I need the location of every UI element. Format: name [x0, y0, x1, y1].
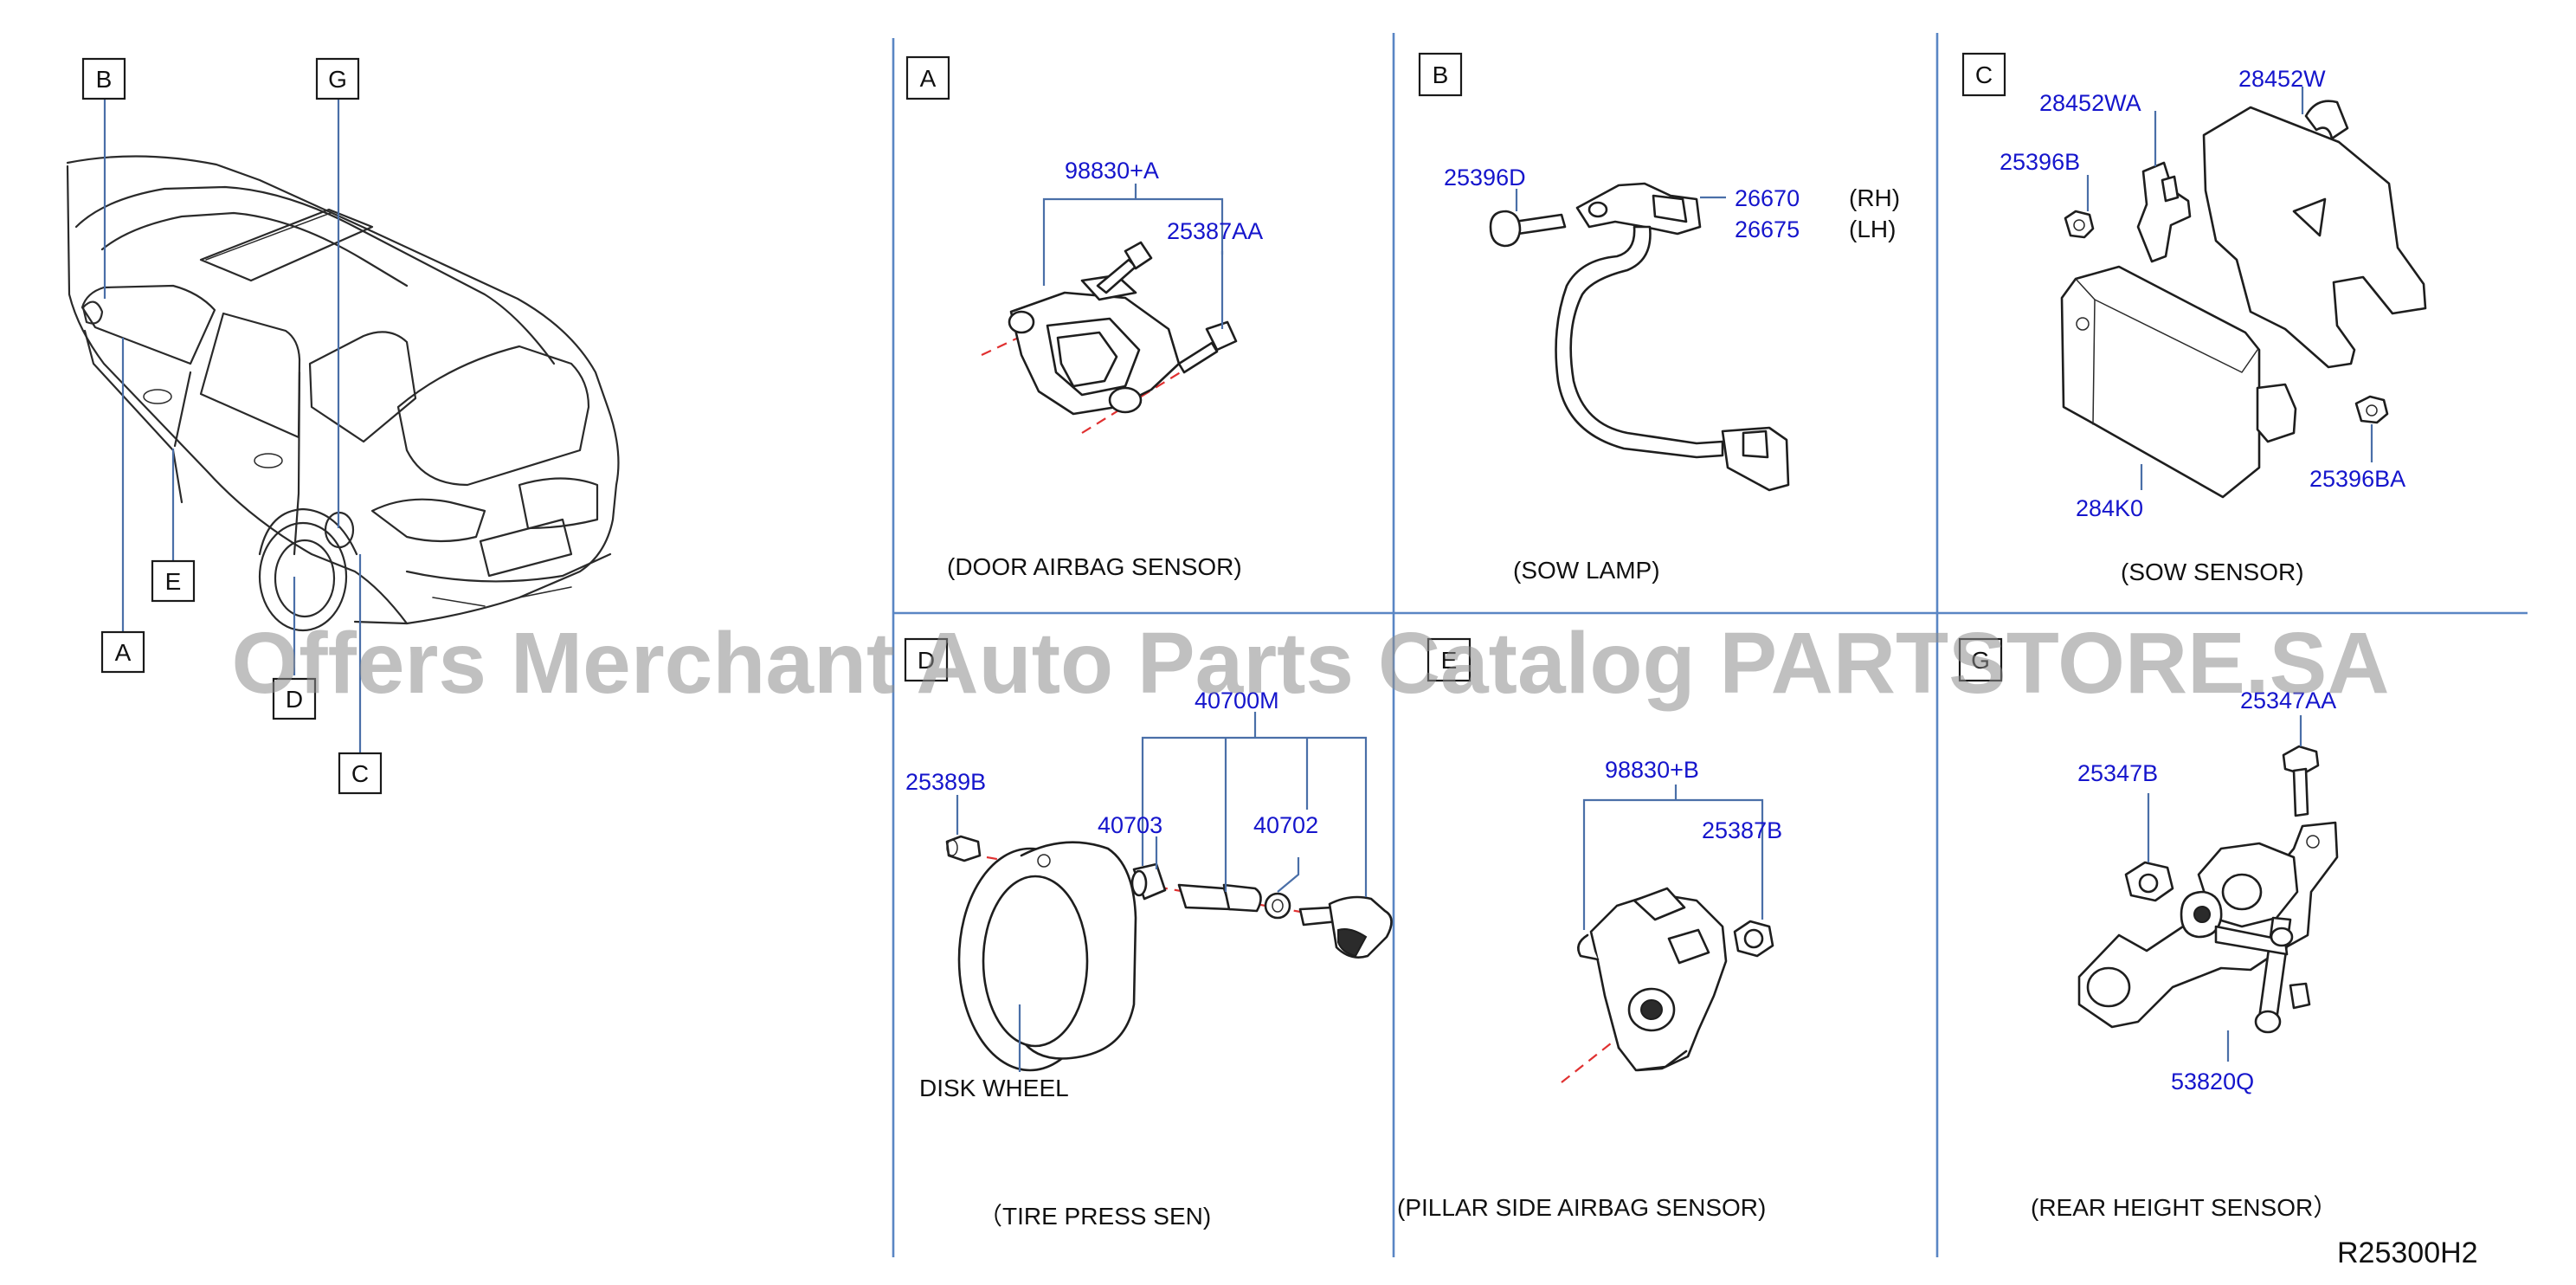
- vehicle-callout-c[interactable]: C: [338, 752, 383, 795]
- door-airbag-sensor-drawing: [981, 241, 1238, 434]
- svg-text:C: C: [1975, 61, 1993, 88]
- vehicle-callout-a[interactable]: A: [100, 630, 145, 674]
- svg-text:G: G: [328, 66, 347, 93]
- panel-g-letter-box[interactable]: G: [1958, 637, 2003, 682]
- vehicle-callout-b[interactable]: B: [81, 57, 126, 100]
- svg-text:B: B: [96, 66, 113, 93]
- part-number-40700m[interactable]: 40700M: [1195, 688, 1279, 714]
- panel-g-caption: (REAR HEIGHT SENSOR）: [2031, 1194, 2337, 1221]
- part-number-40703[interactable]: 40703: [1098, 812, 1162, 838]
- vehicle-overview: B G E A D C: [66, 57, 620, 795]
- panel-b-sow-lamp: B 25396D 26670 26675 (RH) (LH) (SOW LAMP…: [1418, 52, 1900, 584]
- sow-sensor-drawing: [2060, 100, 2427, 499]
- side-rh-label: (RH): [1849, 184, 1900, 211]
- panel-c-leaders: [2086, 87, 2373, 490]
- panel-b-leaders: [1515, 189, 1726, 211]
- part-number-25389b[interactable]: 25389B: [905, 769, 986, 795]
- svg-text:D: D: [918, 647, 935, 674]
- vehicle-callout-g[interactable]: G: [315, 57, 360, 100]
- panel-d-caption: （TIRE PRESS SEN): [978, 1203, 1211, 1230]
- panel-dividers: [892, 33, 2528, 1257]
- svg-text:E: E: [165, 568, 182, 595]
- part-number-25396b[interactable]: 25396B: [2000, 149, 2080, 175]
- panel-c-caption: (SOW SENSOR): [2121, 559, 2304, 585]
- panel-a-leaders: [1042, 184, 1224, 329]
- part-number-284k0[interactable]: 284K0: [2076, 495, 2143, 521]
- panel-e-caption: (PILLAR SIDE AIRBAG SENSOR): [1397, 1194, 1766, 1221]
- svg-text:D: D: [286, 686, 303, 713]
- panel-d-letter-box[interactable]: D: [904, 637, 949, 682]
- svg-text:G: G: [1971, 647, 1990, 674]
- panel-a-door-airbag-sensor: A 98830+A 25387AA (DOOR AIRBAG SENSOR): [905, 55, 1263, 580]
- vehicle-callout-d[interactable]: D: [272, 677, 317, 720]
- rear-height-sensor-drawing: [2077, 745, 2339, 1034]
- part-number-25396d[interactable]: 25396D: [1444, 165, 1526, 190]
- part-number-26670[interactable]: 26670: [1735, 185, 1800, 211]
- svg-text:A: A: [920, 65, 937, 92]
- part-number-26675[interactable]: 26675: [1735, 216, 1800, 242]
- panel-b-letter-box[interactable]: B: [1418, 52, 1463, 97]
- panel-a-caption: (DOOR AIRBAG SENSOR): [947, 553, 1242, 580]
- vehicle-callout-lines: [103, 94, 362, 753]
- part-number-53820q[interactable]: 53820Q: [2171, 1069, 2254, 1095]
- part-number-25347aa[interactable]: 25347AA: [2240, 688, 2336, 714]
- vehicle-illustration: [66, 155, 620, 632]
- panel-c-sow-sensor: C 2: [1961, 52, 2427, 585]
- sow-lamp-drawing: [1489, 182, 1790, 492]
- watermark-text: Offers Merchant Auto Parts Catalog PARTS…: [232, 615, 2390, 712]
- part-number-25387b[interactable]: 25387B: [1702, 817, 1782, 843]
- part-number-98830-a[interactable]: 98830+A: [1065, 158, 1159, 184]
- panel-d-leaders: [956, 712, 1368, 1072]
- pillar-airbag-sensor-drawing: [1561, 887, 1774, 1083]
- panel-e-leaders: [1582, 785, 1764, 930]
- panel-g-leaders: [2147, 715, 2302, 1062]
- panel-b-caption: (SOW LAMP): [1513, 557, 1660, 584]
- panel-c-letter-box[interactable]: C: [1961, 52, 2006, 97]
- tire-pressure-sensor-drawing: [945, 835, 1393, 1072]
- part-number-28452wa[interactable]: 28452WA: [2039, 90, 2141, 116]
- part-number-25347b[interactable]: 25347B: [2077, 760, 2158, 786]
- svg-text:C: C: [351, 760, 369, 787]
- part-number-40702[interactable]: 40702: [1253, 812, 1318, 838]
- part-number-28452w[interactable]: 28452W: [2238, 66, 2326, 92]
- panel-a-letter-box[interactable]: A: [905, 55, 950, 100]
- panel-e-letter-box[interactable]: E: [1426, 637, 1472, 682]
- svg-text:B: B: [1433, 61, 1449, 88]
- side-lh-label: (LH): [1849, 216, 1896, 242]
- diagram-code: R25300H2: [2337, 1237, 2478, 1269]
- panel-g-rear-height-sensor: G 2: [1958, 637, 2339, 1221]
- part-number-98830-b[interactable]: 98830+B: [1605, 757, 1699, 783]
- panel-d-tire-press-sensor: D: [904, 637, 1393, 1230]
- svg-text:E: E: [1441, 647, 1458, 674]
- vehicle-callout-e[interactable]: E: [151, 559, 196, 603]
- part-number-25387aa[interactable]: 25387AA: [1167, 218, 1263, 244]
- disk-wheel-label: DISK WHEEL: [919, 1075, 1069, 1101]
- panel-e-pillar-side-airbag-sensor: E 98830+B 25387B (PILLAR SIDE AIRBAG SEN…: [1397, 637, 1782, 1221]
- svg-text:A: A: [115, 639, 132, 666]
- part-number-25396ba[interactable]: 25396BA: [2309, 466, 2405, 492]
